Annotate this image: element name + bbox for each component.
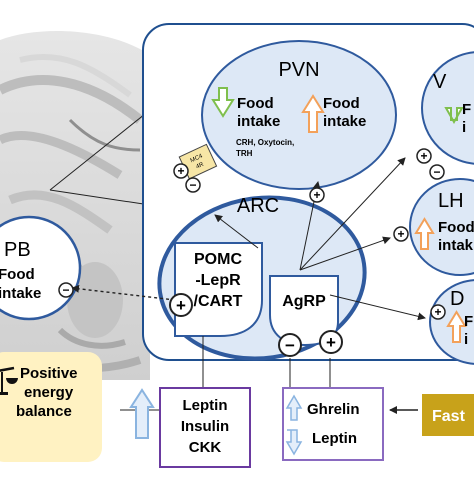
down-arrow-icon xyxy=(444,107,464,125)
energy-line3: balance xyxy=(16,403,72,420)
pomc-line1: POMC xyxy=(194,251,242,268)
agrp-neuron xyxy=(269,275,339,347)
svg-text:+: + xyxy=(434,305,441,319)
ghrelin-label: Ghrelin xyxy=(307,401,360,418)
plus-sign-vmh: + xyxy=(416,148,432,164)
hormone-box-1: Leptin Insulin CKK xyxy=(159,387,251,468)
pomc-line3: /CART xyxy=(194,293,243,310)
large-up-arrow-icon xyxy=(129,388,155,439)
pomc-neuron xyxy=(174,242,263,337)
lh-label: LH xyxy=(438,190,464,212)
down-arrow-icon xyxy=(211,87,235,118)
leptin2-label: Leptin xyxy=(312,430,357,447)
pvn-mediators-line2: TRH xyxy=(236,149,253,158)
lh-food-line1: Food xyxy=(438,219,474,236)
pb-food-line1: Food xyxy=(0,266,35,283)
d-food-line2: i xyxy=(464,331,468,348)
zoom-line-top xyxy=(49,109,151,191)
pvn-food-up-line2: intake xyxy=(323,113,366,130)
arc-label: ARC xyxy=(237,195,279,217)
minus-sign-pvn-left: − xyxy=(185,177,201,193)
energy-balance-panel: Positive energy balance xyxy=(0,352,102,462)
mc4r-line1: MC4 xyxy=(190,153,205,164)
arc-nucleus: ARC POMC -LepR /CART AgRP xyxy=(157,195,367,361)
projection-arrows xyxy=(71,157,426,414)
svg-text:+: + xyxy=(176,296,186,315)
svg-text:−: − xyxy=(62,283,69,297)
plus-sign-pvn-bottom: + xyxy=(309,187,325,203)
plus-sign-d: + xyxy=(430,304,446,320)
ckk-label: CKK xyxy=(189,439,222,456)
plus-sign-agrp: + xyxy=(319,330,343,354)
pvn-food-down-line1: Food xyxy=(237,95,274,112)
pvn-label: PVN xyxy=(278,59,319,81)
pb-label: PB xyxy=(4,239,31,261)
fast-label: Fast xyxy=(432,408,466,425)
lh-food-line2: intak xyxy=(438,237,474,254)
mc4r-line2: 4R xyxy=(195,161,205,170)
up-arrow-icon xyxy=(285,394,303,421)
d-food-line1: F xyxy=(464,313,473,330)
zoom-line-bottom xyxy=(49,189,151,206)
d-label: D xyxy=(450,288,464,310)
insulin-label: Insulin xyxy=(181,418,229,435)
fast-tag: Fast xyxy=(422,394,474,436)
pvn-nucleus: PVN Food intake Food intake CRH, Oxytoci… xyxy=(201,40,397,190)
up-arrow-icon xyxy=(414,217,435,250)
pomc-line2: -LepR xyxy=(195,272,241,289)
energy-line1: Positive xyxy=(20,365,78,382)
svg-text:−: − xyxy=(285,336,295,355)
vmh-food-line2: i xyxy=(462,119,466,136)
pb-food-line2: intake xyxy=(0,285,41,302)
scale-icon xyxy=(0,366,18,395)
vmh-nucleus: V F i xyxy=(421,51,474,165)
vmh-label: V xyxy=(433,71,447,93)
leptin-label: Leptin xyxy=(183,397,228,414)
svg-text:+: + xyxy=(420,149,427,163)
vmh-food-line1: F xyxy=(462,101,471,118)
svg-text:+: + xyxy=(177,164,184,178)
pvn-food-down-line2: intake xyxy=(237,113,280,130)
agrp-label: AgRP xyxy=(282,293,326,310)
minus-sign-agrp: − xyxy=(278,333,302,357)
minus-sign-vmh: − xyxy=(429,164,445,180)
minus-sign-pb: − xyxy=(58,282,74,298)
plus-sign-lh: + xyxy=(393,226,409,242)
svg-text:+: + xyxy=(313,188,320,202)
lh-nucleus: LH Food intak xyxy=(409,178,474,276)
svg-text:+: + xyxy=(326,333,336,352)
hormone-box-2: Ghrelin Leptin xyxy=(282,387,384,461)
plus-sign-pvn-left: + xyxy=(173,163,189,179)
energy-line2: energy xyxy=(24,384,74,401)
svg-text:+: + xyxy=(397,227,404,241)
pvn-mediators-line1: CRH, Oxytocin, xyxy=(236,138,294,147)
down-arrow-icon xyxy=(285,429,303,456)
signs: + − + + − + + − + − + xyxy=(58,148,446,357)
plus-sign-pomc: + xyxy=(169,293,193,317)
up-arrow-icon xyxy=(301,94,325,133)
up-arrow-icon xyxy=(446,310,467,343)
d-nucleus: D F i xyxy=(429,279,474,365)
svg-text:−: − xyxy=(433,165,440,179)
svg-text:−: − xyxy=(189,178,196,192)
brain-illustration xyxy=(0,31,150,381)
pvn-food-up-line1: Food xyxy=(323,95,360,112)
